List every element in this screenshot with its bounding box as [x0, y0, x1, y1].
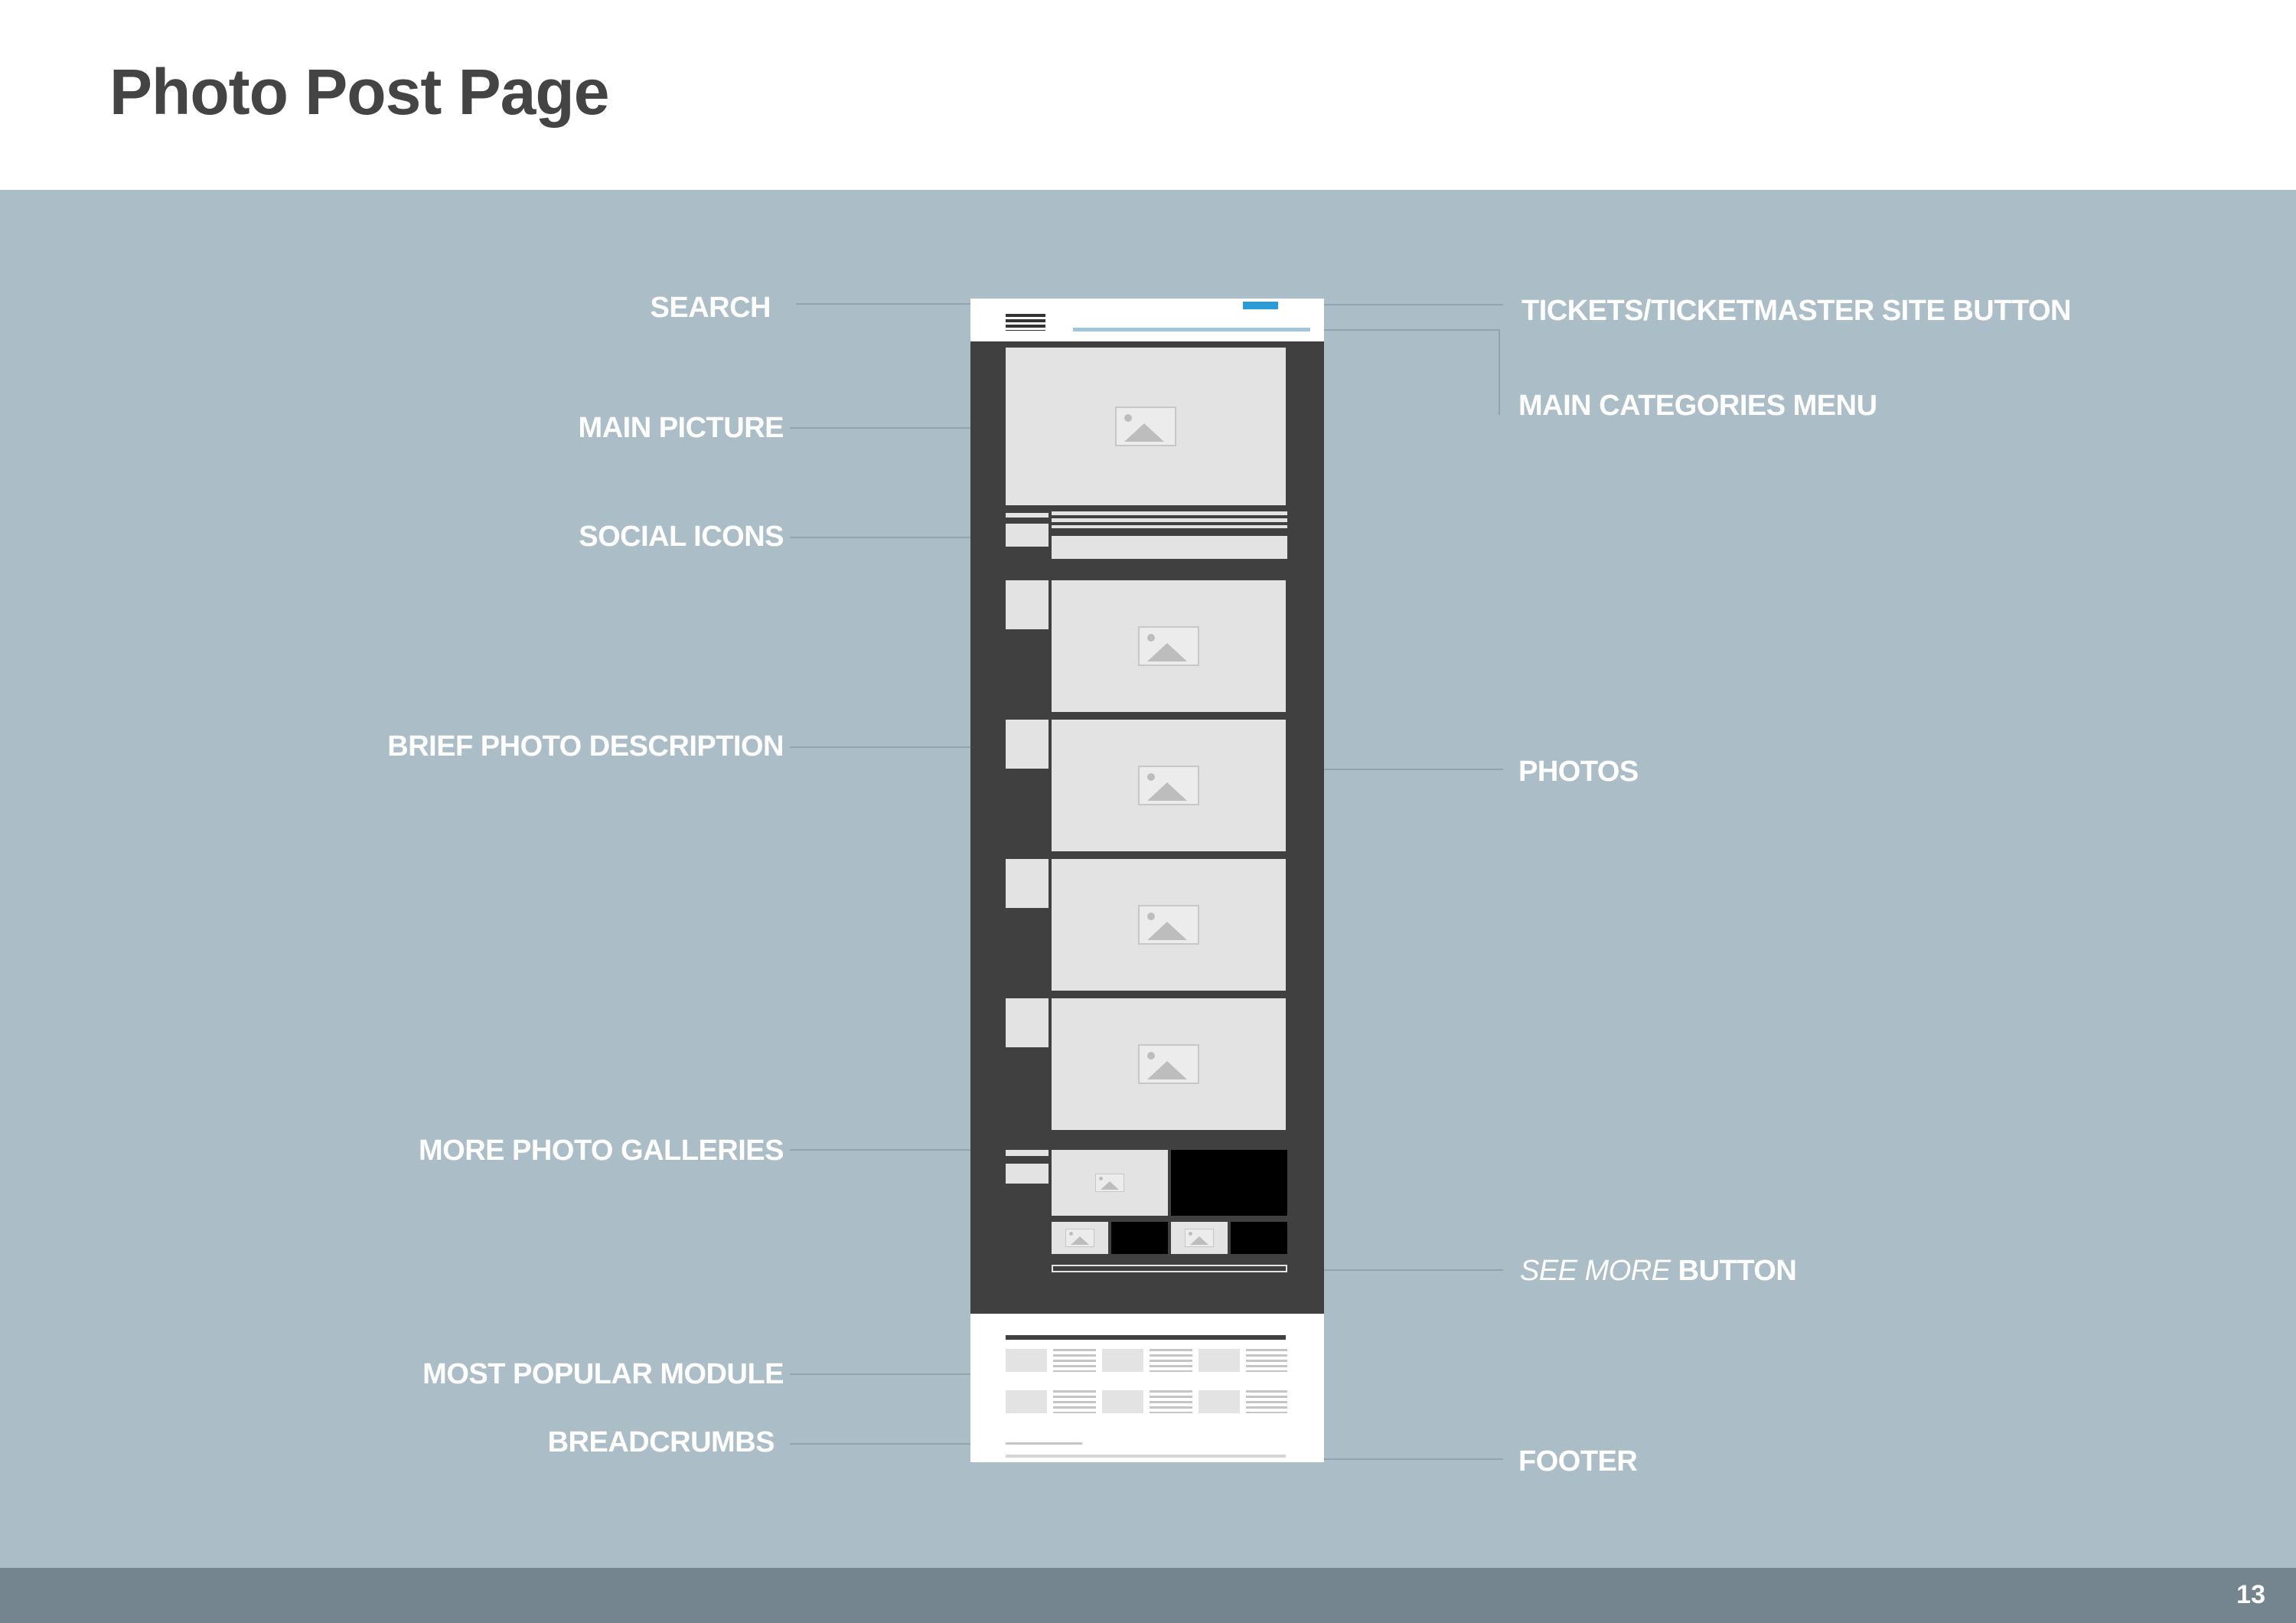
popular-text	[1150, 1390, 1192, 1413]
label-main-categories-menu: MAIN CATEGORIES MENU	[1518, 390, 1877, 422]
label-search: SEARCH	[650, 292, 771, 324]
label-most-popular-module: MOST POPULAR MODULE	[422, 1358, 784, 1390]
label-see-more-italic: SEE MORE	[1520, 1255, 1671, 1287]
connector-most-popular-module	[790, 1373, 1012, 1375]
popular-text	[1246, 1349, 1287, 1372]
image-placeholder-icon	[1138, 1044, 1199, 1084]
wireframe-galleries-label	[1006, 1164, 1049, 1184]
image-placeholder-icon	[1138, 626, 1199, 666]
wireframe-gallery-thumb-1	[1052, 1150, 1168, 1216]
wireframe-photo-description-2	[1006, 720, 1049, 769]
wireframe-gallery-video-3	[1231, 1222, 1287, 1254]
wireframe-photo-description-1	[1006, 580, 1049, 629]
connector-photos	[1241, 769, 1503, 770]
label-brief-photo-description: BRIEF PHOTO DESCRIPTION	[387, 730, 784, 763]
connector-brief-photo-description	[790, 746, 1012, 748]
slide-title: Photo Post Page	[109, 56, 609, 128]
popular-text	[1246, 1390, 1287, 1413]
wireframe-breadcrumbs	[1006, 1442, 1082, 1445]
connector-search	[796, 303, 1047, 305]
wireframe-photo-3	[1052, 859, 1286, 991]
wireframe-photo-description-4	[1006, 998, 1049, 1047]
popular-thumb	[1006, 1390, 1047, 1413]
image-placeholder-icon	[1115, 407, 1176, 446]
connector-footer	[1240, 1458, 1503, 1460]
connector-tickets-button	[1280, 304, 1503, 305]
popular-text	[1053, 1390, 1096, 1413]
image-placeholder-icon	[1185, 1229, 1214, 1247]
label-see-more-bold: BUTTON	[1678, 1255, 1797, 1287]
label-footer: FOOTER	[1518, 1445, 1638, 1478]
wireframe-photo-2	[1052, 720, 1286, 851]
slide-header: Photo Post Page	[0, 0, 2296, 190]
label-see-more-button: SEE MORE BUTTON	[1520, 1255, 1797, 1287]
popular-text	[1150, 1349, 1192, 1372]
wireframe-header	[970, 299, 1324, 341]
popular-thumb	[1199, 1390, 1240, 1413]
wireframe-photo-1	[1052, 580, 1286, 712]
wireframe-main-picture	[1006, 348, 1286, 505]
image-placeholder-icon	[1138, 905, 1199, 945]
connector-main-picture	[790, 427, 1010, 429]
page-number: 13	[2236, 1580, 2265, 1609]
label-tickets-button: TICKETS/TICKETMASTER SITE BUTTON	[1521, 295, 2071, 327]
connector-main-categories-menu-vertical	[1499, 329, 1500, 415]
wireframe-main-categories-menu	[1073, 328, 1310, 331]
popular-thumb	[1102, 1390, 1143, 1413]
image-placeholder-icon	[1138, 766, 1199, 805]
label-breadcrumbs: BREADCRUMBS	[547, 1426, 775, 1458]
connector-breadcrumbs	[790, 1443, 1050, 1445]
wireframe-social-bar	[1006, 513, 1049, 518]
wireframe-post-text	[1052, 511, 1287, 528]
popular-text	[1053, 1349, 1096, 1372]
wireframe-post-text-block	[1052, 536, 1287, 559]
wireframe-gallery-video-1	[1171, 1150, 1287, 1216]
wireframe-most-popular-heading	[1006, 1335, 1286, 1340]
wireframe-see-more-button	[1052, 1265, 1287, 1272]
label-photos: PHOTOS	[1518, 756, 1639, 788]
wireframe-gallery-video-2	[1111, 1222, 1168, 1254]
label-main-picture: MAIN PICTURE	[578, 412, 784, 444]
wireframe-most-popular-module	[970, 1314, 1324, 1462]
wireframe-photo-4	[1052, 998, 1286, 1130]
wireframe-gallery-thumb-2	[1052, 1222, 1108, 1254]
connector-main-categories-menu	[1301, 329, 1500, 331]
wireframe-social-icons	[1006, 524, 1049, 547]
wireframe-logo	[1006, 314, 1045, 331]
slide-footer-bar: 13	[0, 1568, 2296, 1623]
image-placeholder-icon	[1095, 1174, 1124, 1192]
image-placeholder-icon	[1065, 1229, 1094, 1247]
label-social-icons: SOCIAL ICONS	[579, 521, 784, 553]
wireframe-galleries-heading	[1006, 1150, 1049, 1156]
wireframe-tickets-button	[1243, 302, 1278, 309]
popular-thumb	[1102, 1349, 1143, 1372]
popular-thumb	[1006, 1349, 1047, 1372]
popular-thumb	[1199, 1349, 1240, 1372]
label-more-photo-galleries: MORE PHOTO GALLERIES	[418, 1135, 784, 1167]
connector-see-more-button	[1246, 1269, 1503, 1271]
wireframe-footer	[1006, 1455, 1286, 1458]
connector-social-icons	[790, 537, 1007, 538]
wireframe-photo-description-3	[1006, 859, 1049, 908]
wireframe-gallery-thumb-3	[1171, 1222, 1228, 1254]
phone-wireframe	[970, 299, 1324, 1462]
connector-more-photo-galleries	[790, 1149, 1012, 1151]
